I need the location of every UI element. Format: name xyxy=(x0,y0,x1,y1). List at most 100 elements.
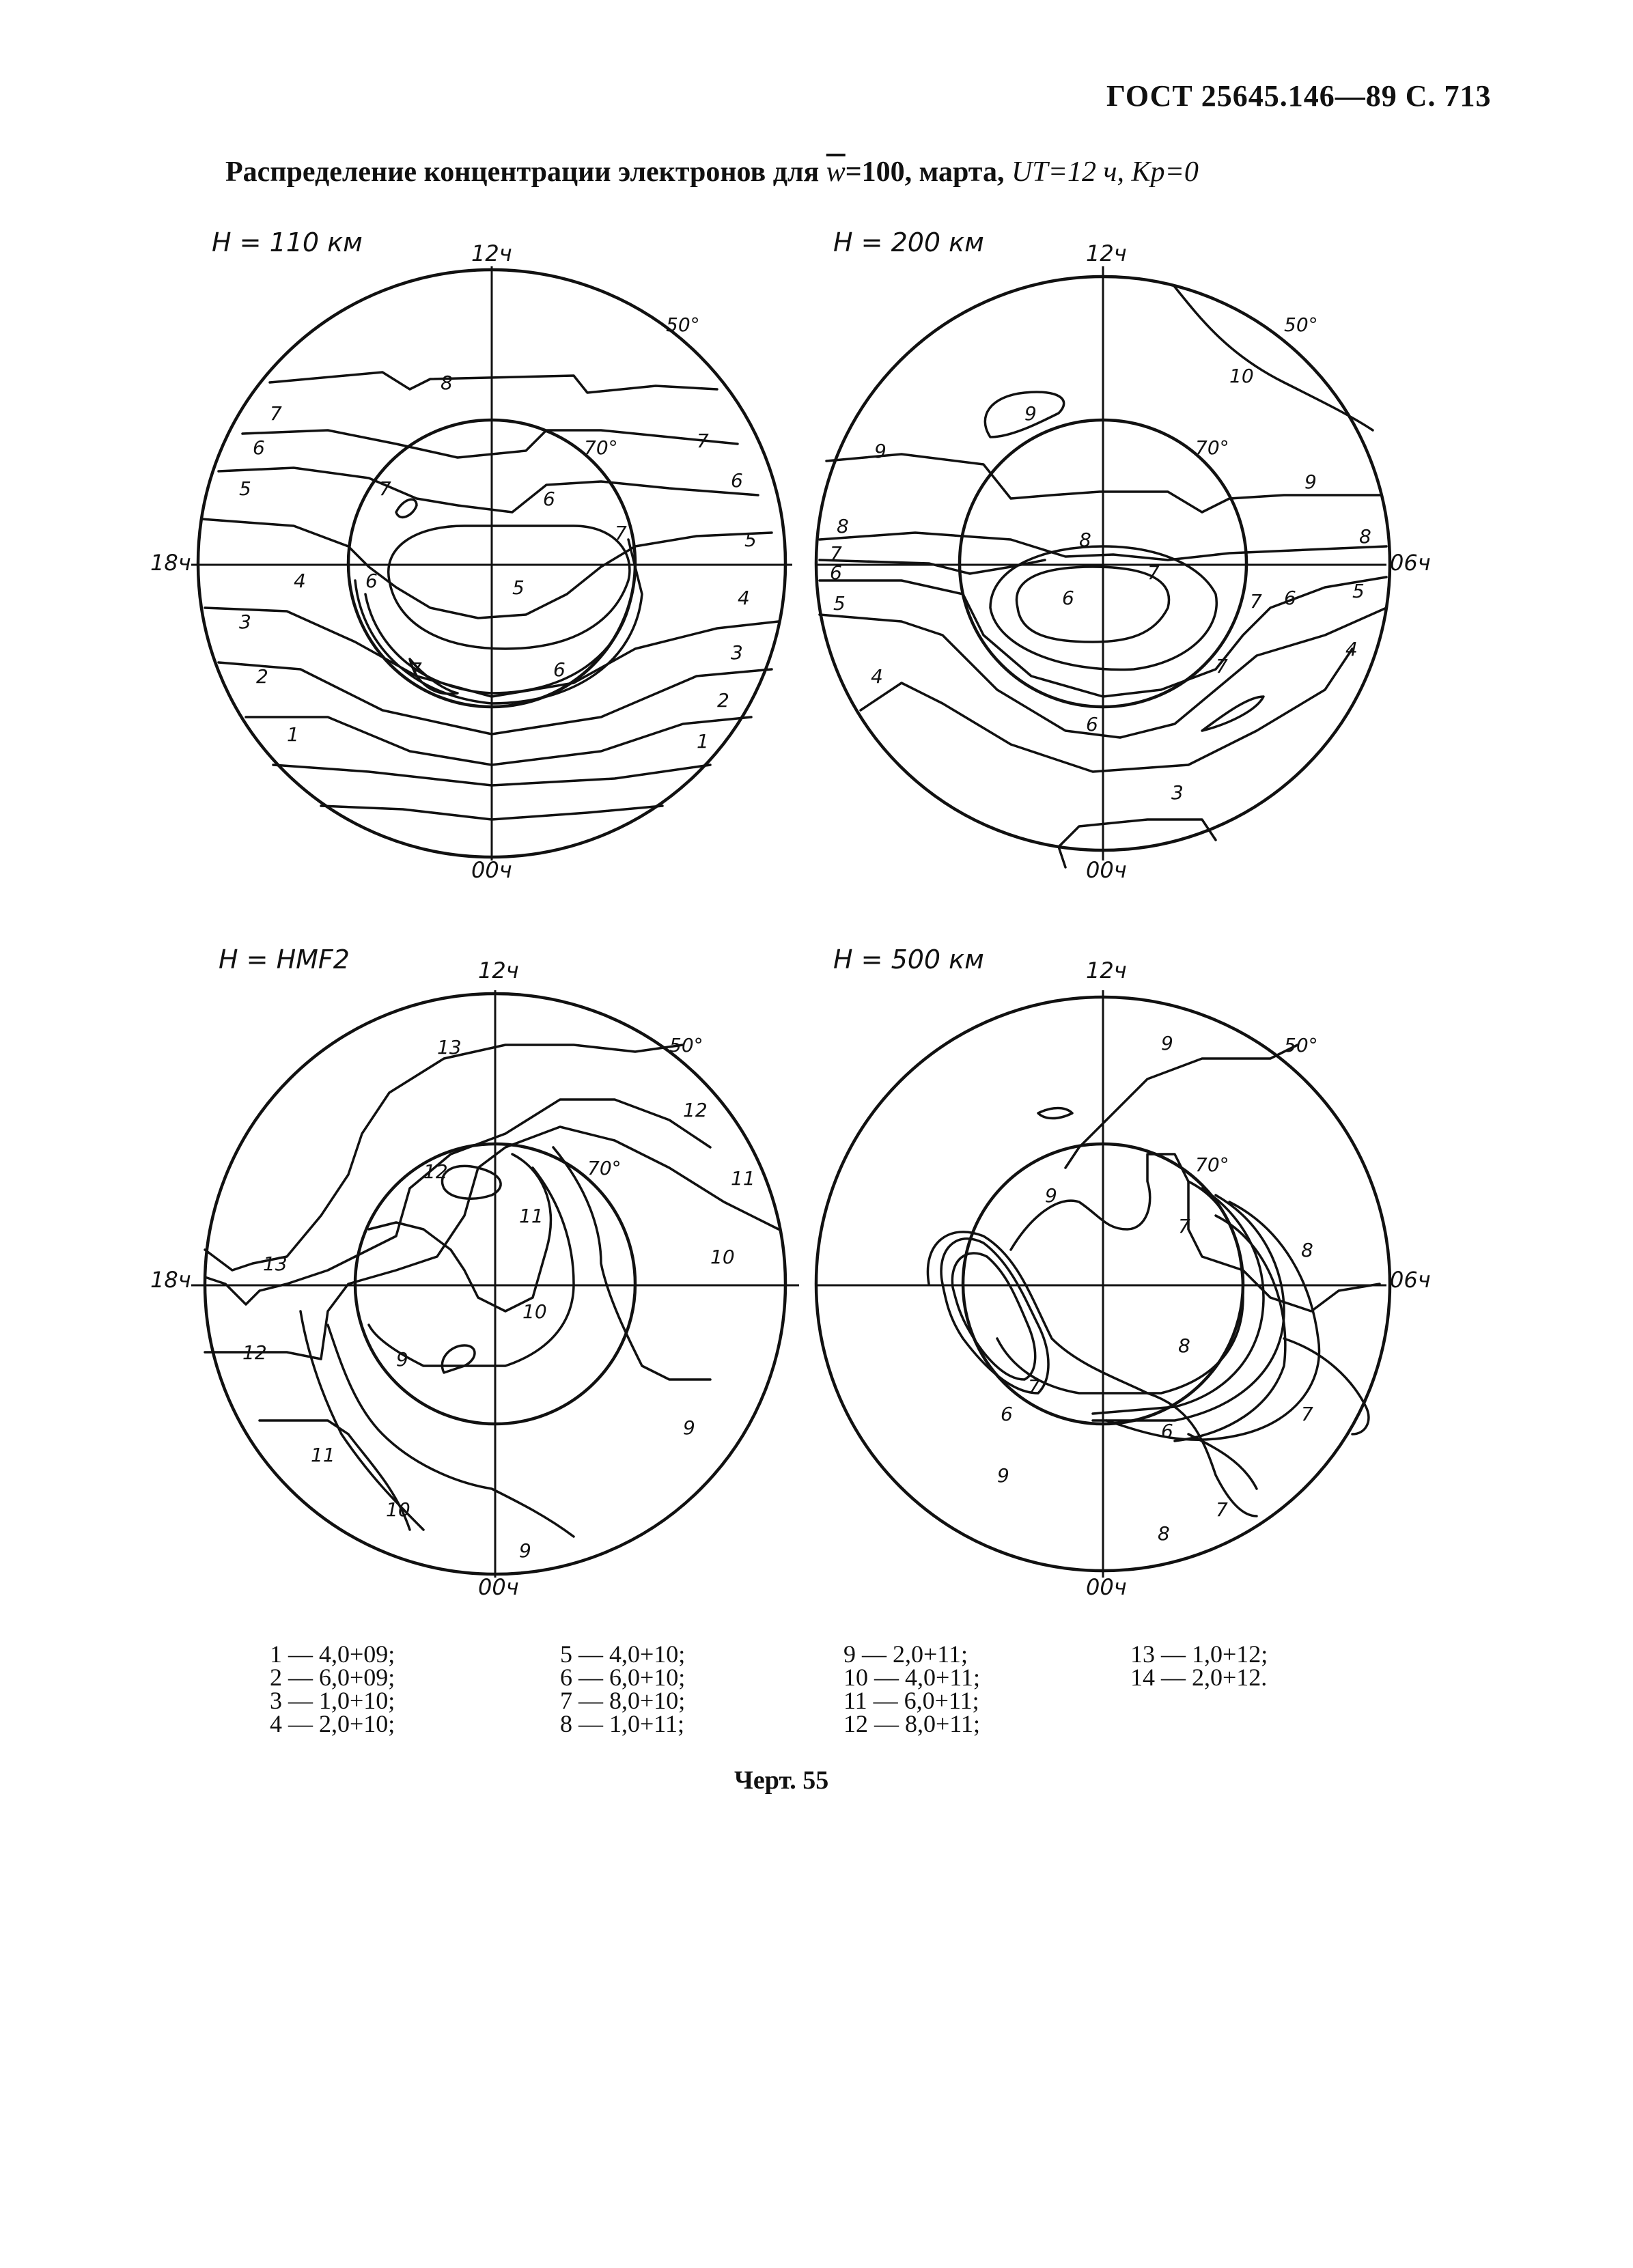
polar-map-500km: H = 500 км 12ч 00ч 06ч 50° 70° 9 9 7 8 8… xyxy=(814,944,1431,1600)
contour-line xyxy=(367,1166,575,1367)
contour-line xyxy=(441,1344,476,1374)
contour-line xyxy=(825,453,1381,514)
contour-label: 3 xyxy=(731,641,743,664)
contour-line xyxy=(951,1252,1037,1381)
contour-label: 7 xyxy=(1216,655,1228,677)
contour-label: 8 xyxy=(837,515,849,537)
latitude-label-70: 70° xyxy=(587,1157,622,1179)
contour-label: 9 xyxy=(997,1464,1009,1487)
contour-label: 10 xyxy=(386,1498,410,1521)
contour-line xyxy=(258,1419,411,1531)
contour-line xyxy=(272,764,712,787)
contour-label: 10 xyxy=(522,1300,547,1323)
contour-label: 9 xyxy=(519,1539,531,1562)
contour-line xyxy=(983,391,1065,438)
contour-label: 11 xyxy=(311,1444,335,1466)
contour-line xyxy=(1173,285,1374,432)
contour-label: 6 xyxy=(1161,1420,1173,1442)
time-label-12: 12ч xyxy=(471,240,512,266)
contour-label: 2 xyxy=(717,689,729,712)
contour-label: 7 xyxy=(830,542,842,565)
contour-label: 8 xyxy=(441,372,453,394)
legend-item: 10 — 4,0+11; xyxy=(843,1664,980,1691)
legend-column-4: 13 — 1,0+12; 14 — 2,0+12. xyxy=(1130,1642,1268,1690)
contour-label: 9 xyxy=(874,440,887,462)
contour-line xyxy=(1201,695,1265,732)
height-label: H = 200 км xyxy=(833,227,984,257)
time-label-06: 06ч xyxy=(1390,1267,1431,1293)
contour-label: 12 xyxy=(683,1099,708,1121)
contour-line xyxy=(926,1231,1258,1517)
contour-line xyxy=(1057,818,1217,869)
contour-label: 9 xyxy=(1304,471,1317,493)
contour-line xyxy=(1009,1153,1381,1313)
title-prefix: Распределение концентрации электронов дл… xyxy=(225,156,820,188)
contour-label: 9 xyxy=(396,1348,408,1371)
title-kp: Kp=0 xyxy=(1131,156,1199,188)
contour-label: 5 xyxy=(1352,580,1365,602)
height-label: H = 500 км xyxy=(833,944,984,975)
contour-label: 8 xyxy=(1079,529,1091,551)
contour-label: 7 xyxy=(1301,1403,1313,1425)
contour-label: 5 xyxy=(512,576,525,599)
contour-line xyxy=(204,1098,712,1306)
contour-label: 4 xyxy=(294,570,306,592)
contour-label: 2 xyxy=(256,665,268,688)
contour-label: 9 xyxy=(683,1416,695,1439)
time-label-18: 18ч xyxy=(150,550,191,576)
contour-label: 7 xyxy=(410,658,422,681)
contour-label: 6 xyxy=(1284,587,1296,609)
contour-label: 6 xyxy=(1062,587,1074,609)
legend-item: 12 — 8,0+11; xyxy=(843,1710,980,1737)
contour-line xyxy=(1015,565,1171,643)
contour-label: 7 xyxy=(379,477,391,500)
contour-label: 4 xyxy=(871,665,883,688)
legend-item: 9 — 2,0+11; xyxy=(843,1640,968,1668)
legend-item: 2 — 6,0+09; xyxy=(270,1664,395,1691)
title-ut: UT=12 ч, xyxy=(1011,156,1125,188)
polar-map-hmf2: H = HMF2 12ч 00ч 18ч 50° 70° 13 12 12 11… xyxy=(150,944,799,1600)
contour-label: 5 xyxy=(239,477,251,500)
contour-label: 5 xyxy=(744,529,757,551)
contour-label: 7 xyxy=(615,522,627,544)
contour-label: 12 xyxy=(242,1341,267,1364)
contour-label: 6 xyxy=(731,469,743,492)
time-label-00: 00ч xyxy=(1086,1574,1127,1600)
height-label: H = 110 км xyxy=(212,227,363,257)
contour-line xyxy=(354,538,643,705)
contour-line xyxy=(1105,1201,1321,1441)
legend-column-2: 5 — 4,0+10; 6 — 6,0+10; 7 — 8,0+10; 8 — … xyxy=(560,1642,686,1736)
contour-label: 4 xyxy=(1345,638,1358,660)
time-label-12: 12ч xyxy=(478,957,519,983)
time-label-00: 00ч xyxy=(1086,857,1127,883)
contour-line xyxy=(1064,1044,1299,1169)
contour-label: 8 xyxy=(1158,1522,1170,1545)
contour-label: 1 xyxy=(287,723,299,746)
latitude-label-50: 50° xyxy=(1284,313,1318,336)
polar-map-110km: H = 110 км 12ч 00ч 18ч 50° 70° 8 7 7 6 6… xyxy=(150,227,792,883)
contour-label: 6 xyxy=(365,570,378,592)
contour-line xyxy=(818,576,1388,698)
contour-label: 11 xyxy=(731,1167,755,1190)
contour-line xyxy=(1173,1214,1287,1442)
contour-line xyxy=(204,1044,684,1272)
height-label: H = HMF2 xyxy=(219,944,350,975)
contour-line xyxy=(217,466,759,514)
contour-label: 8 xyxy=(1178,1334,1190,1357)
legend-column-1: 1 — 4,0+09; 2 — 6,0+09; 3 — 1,0+10; 4 — … xyxy=(270,1642,395,1736)
contour-line xyxy=(367,1153,553,1313)
contour-line xyxy=(1283,1337,1370,1436)
contour-line xyxy=(552,1146,712,1381)
latitude-label-50: 50° xyxy=(1284,1034,1318,1056)
contour-line xyxy=(818,559,1046,575)
contour-label: 7 xyxy=(270,402,282,425)
contour-label: 6 xyxy=(553,658,566,681)
contour-label: 8 xyxy=(1301,1239,1313,1261)
contour-line xyxy=(408,658,459,695)
contour-label: 4 xyxy=(738,587,750,609)
legend-item: 7 — 8,0+10; xyxy=(560,1687,686,1714)
contour-label: 6 xyxy=(1001,1403,1013,1425)
latitude-label-70: 70° xyxy=(584,436,618,459)
contour-line xyxy=(940,1237,1050,1395)
contour-label: 7 xyxy=(1216,1498,1228,1521)
